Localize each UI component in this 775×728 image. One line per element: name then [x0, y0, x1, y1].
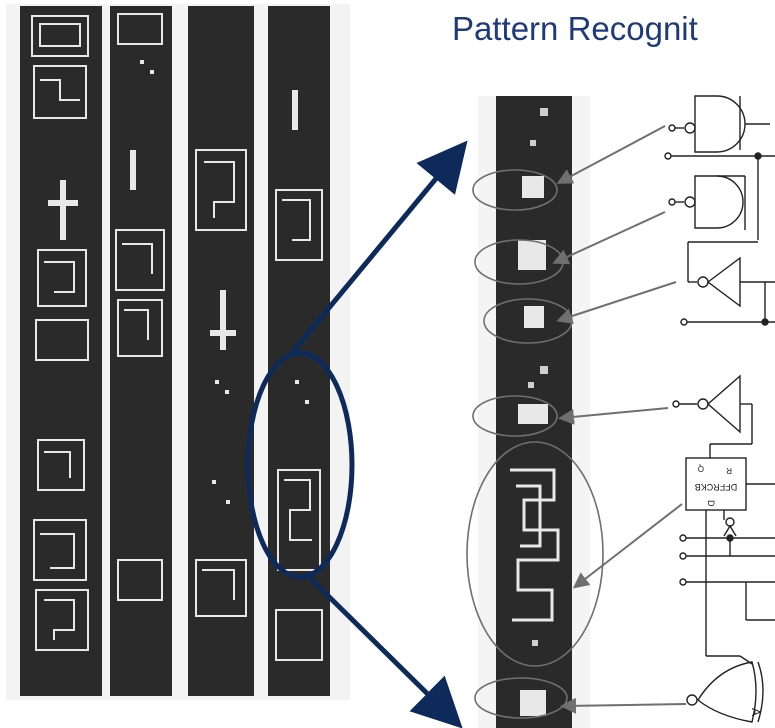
flip-flop-pin-q: Q: [698, 464, 704, 473]
and-gate-2: [669, 176, 745, 230]
and-gate-1: [669, 96, 770, 152]
die-column-3: [188, 6, 254, 696]
zoomed-die-strip: [478, 96, 590, 728]
schematic: [665, 96, 775, 722]
inverter-1: [688, 258, 775, 306]
die-column-1: [20, 6, 102, 696]
flip-flop-label: DFFRCKB: [695, 482, 738, 492]
flip-flop-pin-d: D: [706, 500, 716, 507]
inverter-2: [673, 376, 752, 458]
flip-flop-pin-r: R: [726, 466, 732, 475]
xor-gate-label: A: [749, 708, 763, 716]
leader-arrow-5: [576, 504, 682, 586]
